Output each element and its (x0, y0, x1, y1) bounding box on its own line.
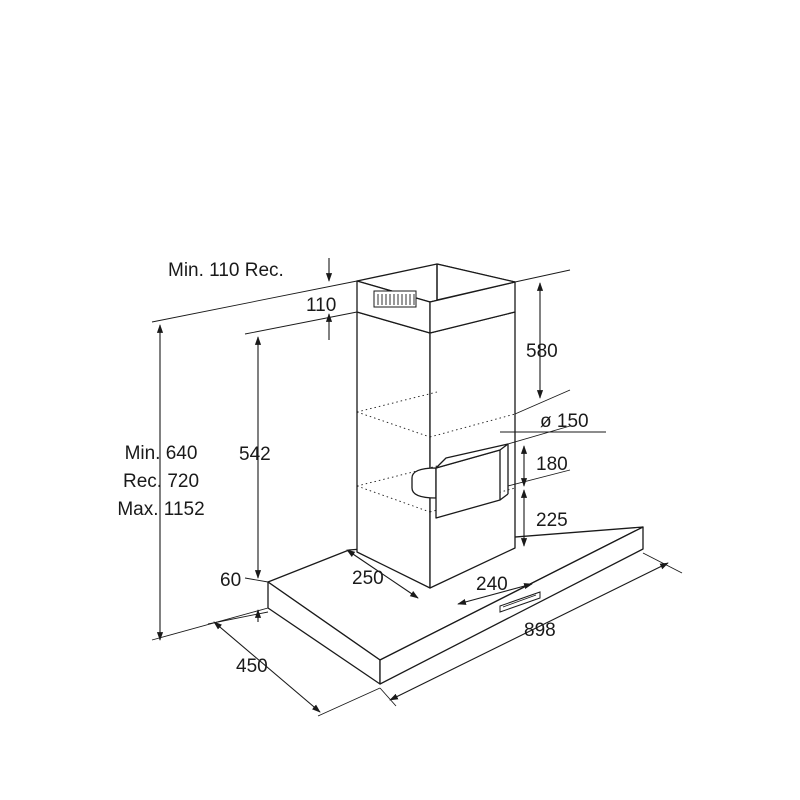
hood-drawing (267, 263, 644, 685)
label-chimney-clearance: Min. 110 Rec. (168, 260, 284, 281)
label-total-min: Min. 640 (125, 443, 198, 464)
vent-grille-icon (373, 290, 417, 308)
label-hood-width: 898 (524, 620, 556, 641)
chimney-left-face (356, 311, 431, 589)
label-lower-duct: 542 (239, 444, 271, 465)
label-chimney-width: 240 (476, 574, 508, 595)
label-canopy-height: 60 (220, 570, 241, 591)
chimney-right-face (429, 311, 516, 589)
label-outlet-height: 180 (536, 454, 568, 475)
label-chimney-depth: 250 (352, 568, 384, 589)
label-outlet-offset: 225 (536, 510, 568, 531)
dimension-lines (151, 258, 683, 717)
label-total-max: Max. 1152 (117, 499, 204, 520)
extraction-outlet (411, 443, 509, 519)
label-total-rec: Rec. 720 (123, 471, 199, 492)
label-upper-duct: 580 (526, 341, 558, 362)
label-hood-depth: 450 (236, 656, 268, 677)
label-top-gap: 110 (306, 295, 336, 316)
label-outlet-diameter: ø 150 (540, 411, 589, 432)
dimension-labels: Min. 110 Rec. 110 580 Min. 640 Rec. 720 … (117, 260, 588, 677)
